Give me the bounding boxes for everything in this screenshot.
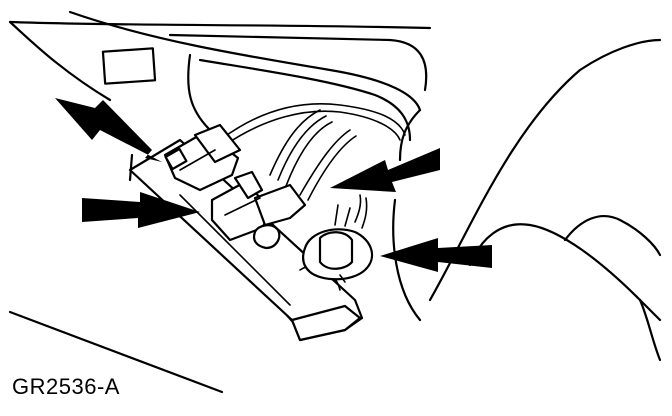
arrow-left-icon	[330, 148, 440, 192]
callout-arrows	[55, 98, 492, 272]
connector-2	[210, 170, 307, 250]
panel-opening	[101, 47, 157, 85]
connector-block	[128, 138, 364, 342]
figure-caption: GR2536-A	[12, 374, 120, 399]
connector-1	[163, 123, 242, 192]
arrow-right-icon	[55, 98, 162, 162]
wire-harness	[219, 102, 406, 229]
side-housing	[392, 38, 662, 362]
trim-panel	[8, 10, 432, 162]
arrow-right-icon	[82, 192, 200, 228]
arrow-left-icon	[380, 238, 492, 272]
connector-3	[302, 204, 374, 283]
